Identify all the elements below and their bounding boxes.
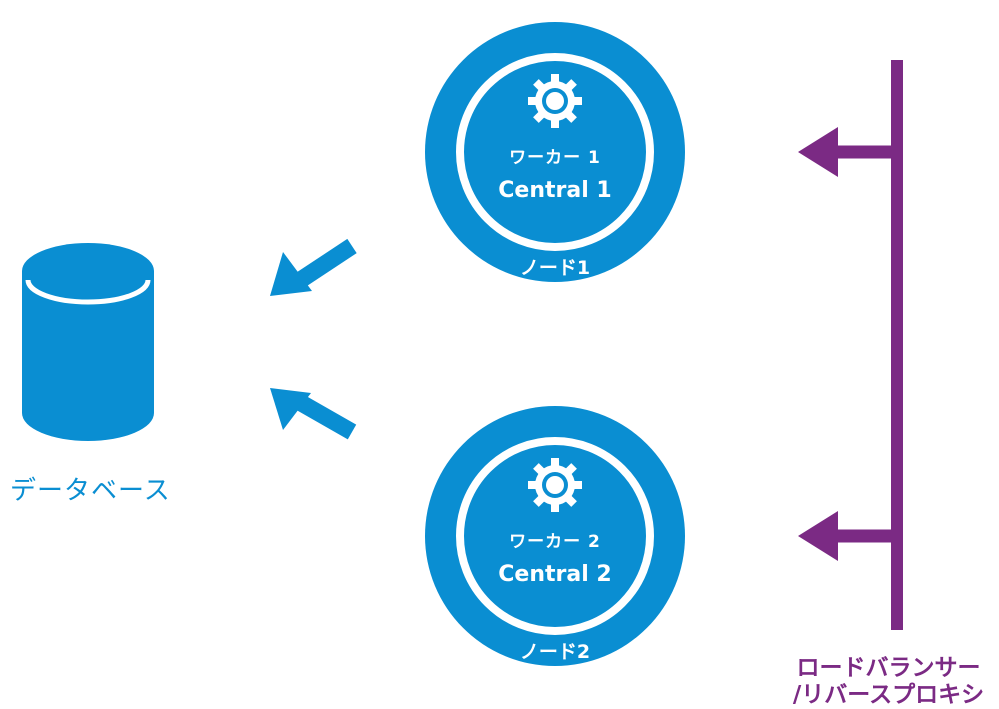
load-balancer-label-line2: /リバースプロキシ	[792, 682, 985, 708]
node-2-label: ノード2	[519, 641, 591, 663]
database-label: データベース	[10, 476, 171, 506]
node-1-central-label: Central 1	[498, 178, 612, 203]
database-cylinder-icon	[22, 243, 154, 441]
node-1	[425, 22, 685, 282]
node-1-label: ノード1	[519, 257, 591, 279]
arrow-lb-to-node2	[798, 511, 897, 561]
load-balancer-label-line1: ロードバランサー	[796, 655, 981, 681]
gear-icon	[528, 74, 582, 128]
gear-icon	[528, 458, 582, 512]
arrow-node1-to-database	[270, 238, 357, 296]
node-2-worker-label: ワーカー 2	[509, 532, 601, 552]
node-2-central-label: Central 2	[498, 562, 612, 587]
node-2	[425, 406, 685, 666]
arrow-lb-to-node1	[798, 127, 897, 177]
node-1-worker-label: ワーカー 1	[509, 148, 601, 168]
arrow-node2-to-database	[270, 388, 357, 440]
load-balancer-label: ロードバランサー /リバースプロキシ	[778, 655, 999, 709]
